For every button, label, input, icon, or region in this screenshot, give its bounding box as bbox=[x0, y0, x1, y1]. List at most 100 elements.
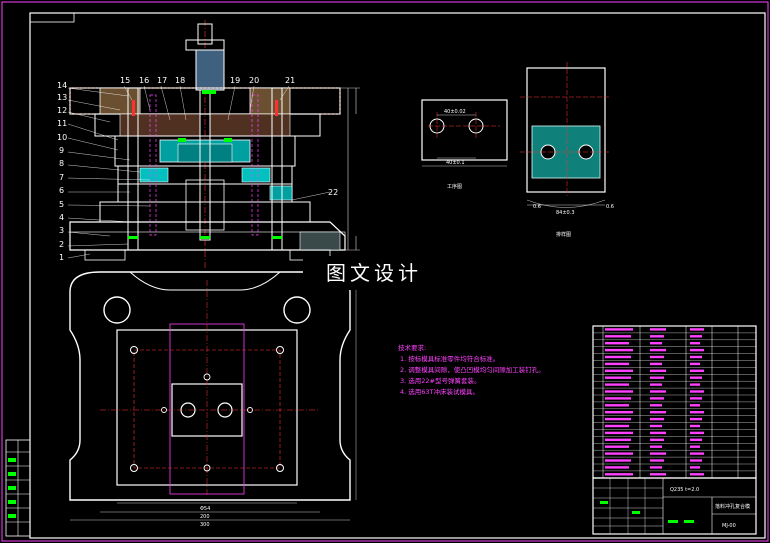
table-cell bbox=[690, 342, 700, 345]
part-no-18: 18 bbox=[175, 76, 185, 85]
part-no-11: 11 bbox=[57, 119, 67, 128]
table-cell bbox=[605, 328, 633, 331]
workpiece-view bbox=[421, 99, 508, 167]
table-cell bbox=[650, 376, 664, 379]
title-block bbox=[592, 477, 757, 535]
table-cell bbox=[605, 342, 629, 345]
table-cell bbox=[690, 369, 704, 372]
strip-dim-left: 0.6 bbox=[533, 204, 541, 210]
table-cell bbox=[690, 411, 704, 414]
part-no-14: 14 bbox=[57, 81, 67, 90]
table-cell bbox=[605, 362, 629, 366]
table-cell bbox=[690, 348, 704, 352]
table-cell bbox=[650, 355, 664, 359]
table-cell bbox=[690, 355, 702, 359]
table-cell bbox=[690, 397, 702, 400]
table-cell bbox=[690, 431, 704, 435]
table-cell bbox=[605, 473, 633, 476]
table-cell bbox=[605, 417, 631, 421]
table-cell bbox=[650, 348, 666, 352]
table-cell bbox=[690, 417, 702, 421]
table-cell bbox=[690, 452, 704, 455]
tech-item-1: 1. 按标模具标准零件均符合标准。 bbox=[400, 354, 499, 363]
plan-dim-b: 200 bbox=[200, 514, 210, 520]
part-no-10: 10 bbox=[57, 133, 67, 142]
part-no-19: 19 bbox=[230, 76, 240, 85]
strip-dim-width: 84±0.3 bbox=[556, 210, 575, 216]
table-cell bbox=[650, 466, 662, 469]
part-no-2: 2 bbox=[59, 240, 64, 249]
table-cell bbox=[690, 424, 700, 428]
table-cell bbox=[650, 438, 664, 441]
table-cell bbox=[605, 348, 633, 352]
table-cell bbox=[650, 383, 662, 386]
table-cell bbox=[650, 369, 666, 372]
table-cell bbox=[690, 459, 702, 462]
watermark-bg bbox=[303, 256, 465, 290]
part-no-16: 16 bbox=[139, 76, 149, 85]
tech-item-4: 4. 选用63T冲床装试模具。 bbox=[400, 387, 479, 396]
table-cell bbox=[605, 459, 631, 462]
part-no-12: 12 bbox=[57, 106, 67, 115]
table-cell bbox=[650, 473, 666, 476]
table-cell bbox=[605, 445, 629, 448]
part-no-22: 22 bbox=[328, 188, 338, 197]
table-cell bbox=[690, 473, 704, 476]
workpiece-dim-bottom: 40±0.1 bbox=[446, 160, 465, 166]
tech-title: 技术要求: bbox=[398, 343, 426, 352]
part-no-3: 3 bbox=[59, 226, 64, 235]
table-cell bbox=[690, 445, 700, 448]
tech-item-3: 3. 选用22#型号弹簧套装。 bbox=[400, 376, 481, 385]
table-cell bbox=[690, 328, 704, 331]
leader-lines bbox=[67, 85, 331, 259]
part-no-8: 8 bbox=[59, 159, 64, 168]
table-cell bbox=[650, 424, 662, 428]
table-cell bbox=[650, 390, 666, 393]
title-material: Q235 t=2.0 bbox=[670, 487, 699, 493]
table-cell bbox=[605, 369, 633, 372]
workpiece-dim-hole: 40±0.02 bbox=[444, 109, 466, 115]
table-cell bbox=[605, 376, 631, 379]
strip-caption: 排样图 bbox=[556, 231, 571, 238]
part-no-15: 15 bbox=[120, 76, 130, 85]
strip-view bbox=[520, 62, 610, 208]
table-cell bbox=[690, 390, 704, 393]
table-cell bbox=[650, 445, 662, 448]
part-no-17: 17 bbox=[157, 76, 167, 85]
table-cell bbox=[650, 397, 664, 400]
table-cell bbox=[650, 362, 662, 366]
table-cell bbox=[605, 424, 629, 428]
part-no-6: 6 bbox=[59, 186, 64, 195]
table-cell bbox=[650, 452, 666, 455]
workpiece-caption: 工序图 bbox=[447, 183, 462, 190]
table-cell bbox=[605, 397, 631, 400]
binding-strip bbox=[5, 439, 31, 537]
watermark-text: 图文设计 bbox=[326, 261, 422, 285]
part-no-13: 13 bbox=[57, 93, 67, 102]
part-no-9: 9 bbox=[59, 146, 64, 155]
table-cell bbox=[690, 383, 700, 386]
table-cell bbox=[690, 466, 700, 469]
plan-view bbox=[69, 271, 357, 521]
table-cell bbox=[690, 335, 702, 338]
table-cell bbox=[650, 404, 662, 407]
table-cell bbox=[650, 342, 662, 345]
section-view bbox=[69, 20, 360, 270]
table-cell bbox=[650, 328, 666, 331]
corner-stamp bbox=[29, 12, 75, 23]
table-cell bbox=[650, 459, 664, 462]
plan-dim-a: Φ54 bbox=[200, 506, 210, 512]
table-cell bbox=[650, 431, 666, 435]
table-cell bbox=[690, 362, 700, 366]
tech-item-2: 2. 调整模具间隙，使凸凹模均匀间隙加工装钉孔。 bbox=[400, 365, 545, 374]
table-cell bbox=[605, 452, 633, 455]
plan-dim-c: 300 bbox=[200, 522, 210, 528]
part-no-21: 21 bbox=[285, 76, 295, 85]
table-cell bbox=[605, 404, 629, 407]
parts-list-rows bbox=[593, 328, 756, 476]
part-no-5: 5 bbox=[59, 200, 64, 209]
table-cell bbox=[690, 438, 702, 441]
table-cell bbox=[605, 466, 629, 469]
part-no-4: 4 bbox=[59, 213, 64, 222]
table-cell bbox=[650, 411, 666, 414]
